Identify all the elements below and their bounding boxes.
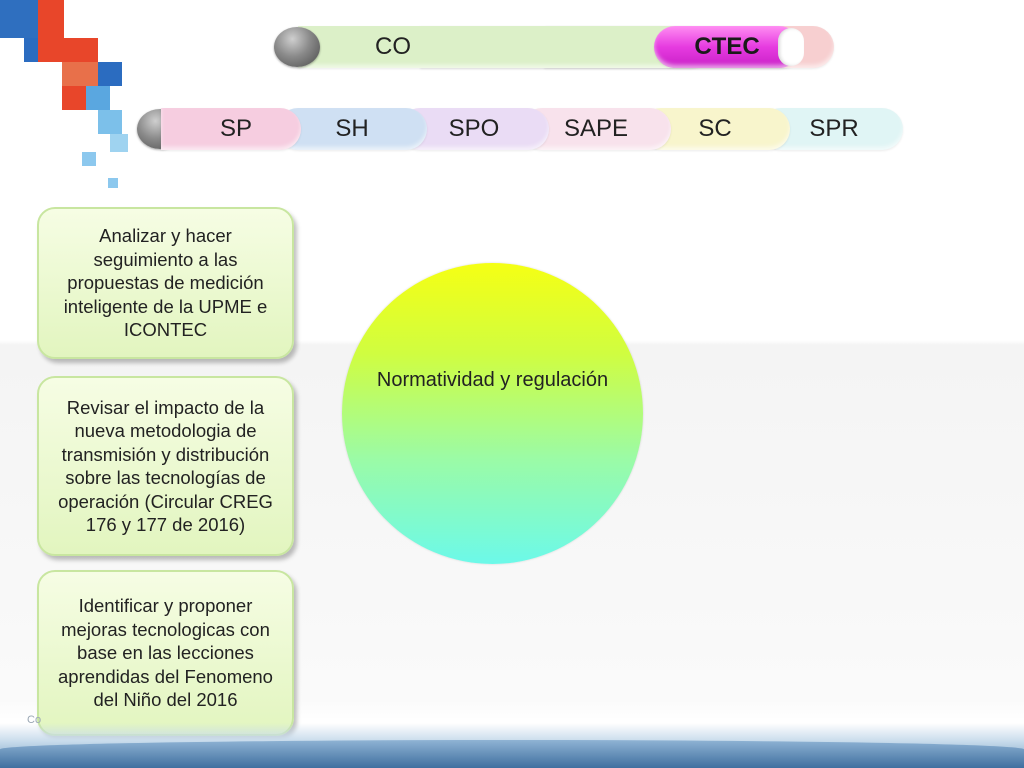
tab-ctec-label: CTEC bbox=[694, 33, 760, 60]
top-tab-row: CO CT CD CTEC bbox=[274, 26, 834, 68]
tab-sh[interactable]: SH bbox=[277, 108, 427, 150]
tab-sape-label: SAPE bbox=[563, 115, 629, 142]
task-box-2-text: Revisar el impacto de la nueva metodolog… bbox=[58, 396, 273, 536]
tab-spo-label: SPO bbox=[448, 115, 500, 142]
center-circle-label: Normatividad y regulación bbox=[376, 369, 609, 391]
tab-end-cap bbox=[778, 28, 804, 66]
tab-sc-label: SC bbox=[698, 115, 732, 142]
bottom-wave bbox=[0, 740, 1024, 768]
tab-co[interactable]: CO bbox=[298, 26, 712, 68]
tab-sh-label: SH bbox=[335, 115, 369, 142]
center-circle: Normatividad y regulación bbox=[342, 263, 643, 564]
task-box-1: Analizar y hacer seguimiento a las propu… bbox=[37, 207, 294, 359]
tab-sp-label: SP bbox=[219, 115, 252, 142]
task-box-1-text: Analizar y hacer seguimiento a las propu… bbox=[63, 225, 268, 341]
task-box-2: Revisar el impacto de la nueva metodolog… bbox=[37, 376, 294, 556]
tab-sp[interactable]: SP bbox=[161, 108, 301, 150]
gray-ball-icon bbox=[274, 27, 320, 67]
tab-ctec[interactable]: CTEC bbox=[654, 26, 800, 68]
tab-co-label: CO bbox=[375, 33, 411, 60]
task-box-3-text: Identificar y proponer mejoras tecnologi… bbox=[58, 595, 273, 711]
task-box-3: Identificar y proponer mejoras tecnologi… bbox=[37, 570, 294, 736]
footer-text: Co bbox=[27, 714, 42, 726]
tab-spr-label: SPR bbox=[809, 115, 859, 142]
second-tab-row: SP SH SPO SAPE SC SPR bbox=[137, 108, 907, 150]
